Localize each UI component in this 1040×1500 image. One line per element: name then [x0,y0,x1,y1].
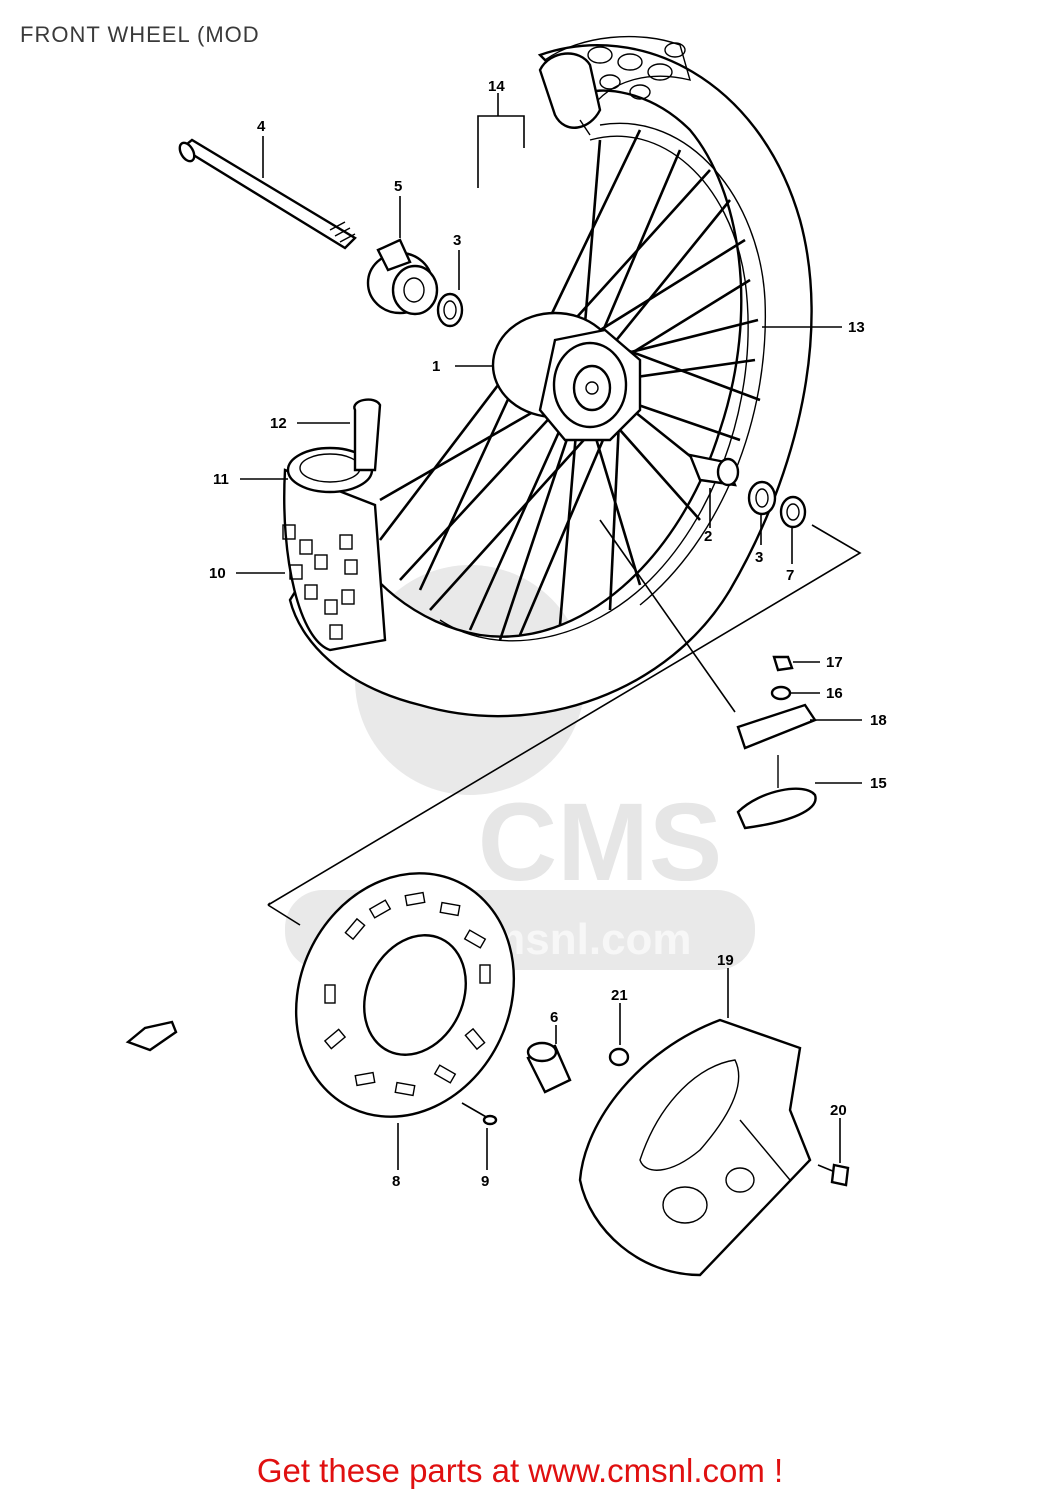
front-direction-arrow-icon [125,1020,178,1052]
callout-3b: 3 [755,549,763,566]
callout-10: 10 [209,565,226,582]
leader-lines [236,93,862,1170]
bearing-lower [747,480,777,516]
collar [526,1041,572,1094]
tire-and-rim [288,35,813,718]
page-title: FRONT WHEEL (MOD [20,22,260,47]
callout-20: 20 [830,1102,847,1119]
disc-holes [323,891,491,1097]
speedometer-gearbox [366,238,439,316]
cover-bolt [817,1163,850,1187]
callout-9: 9 [481,1173,489,1190]
callout-4: 4 [257,118,266,135]
exploded-parts-diagram: CMS www.cmsnl.com [125,35,887,1277]
hub-spacer [688,453,740,487]
footer-link[interactable]: Get these parts at www.cmsnl.com ! [256,1452,784,1489]
callout-3a: 3 [453,232,461,249]
callout-14: 14 [488,78,505,95]
callout-labels: 4 14 5 3 1 13 12 11 10 2 3 7 17 16 18 15… [209,78,887,1190]
alignment-lines [267,524,862,926]
disc-cover [578,1018,812,1277]
callout-6: 6 [550,1009,558,1026]
callout-12: 12 [270,415,287,432]
watermark-logo-text: CMS [478,781,722,904]
callout-16: 16 [826,685,843,702]
callout-19: 19 [717,952,734,969]
washer [608,1047,630,1067]
callout-18: 18 [870,712,887,729]
tread-pattern-top [543,35,692,112]
brake-disc [294,872,516,1118]
rim-lock-assembly [736,655,817,830]
tread-blocks-left [282,524,358,640]
oil-seal [779,495,807,529]
callout-15: 15 [870,775,887,792]
callout-13: 13 [848,319,865,336]
disc-bolt [461,1102,498,1126]
axle [178,138,357,250]
callout-7: 7 [786,567,794,584]
tire-section-left [282,398,387,652]
callout-5: 5 [394,178,402,195]
callout-8: 8 [392,1173,400,1190]
callout-1: 1 [432,358,440,375]
callout-2: 2 [704,528,712,545]
front-hub [491,311,642,442]
bearing-upper [436,292,464,328]
callout-17: 17 [826,654,843,671]
callout-11: 11 [213,471,229,488]
callout-21: 21 [611,987,628,1004]
